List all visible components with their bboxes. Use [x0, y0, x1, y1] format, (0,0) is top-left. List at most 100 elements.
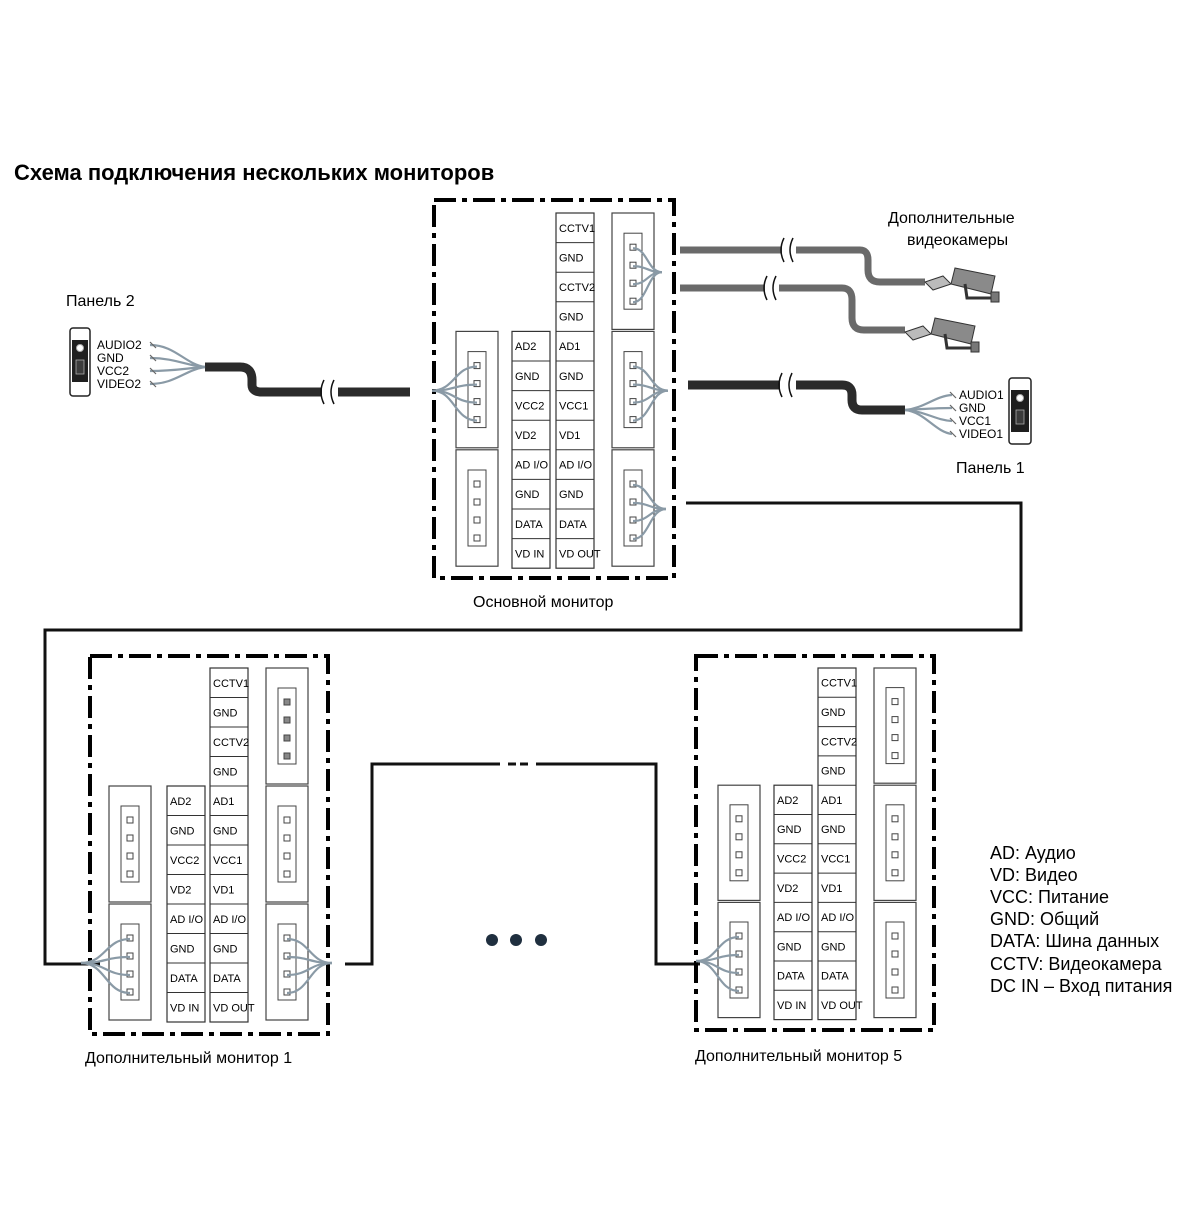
monitor_5-panel2-connector-pin-3	[735, 851, 743, 859]
monitor_1-left-label-6: DATA	[170, 973, 198, 985]
main_monitor-data-in-connector-socket	[467, 469, 487, 547]
monitor_1-border	[88, 654, 330, 1036]
monitor_5-left-label-5: GND	[777, 941, 802, 953]
panel2-pin-audio: AUDIO2	[97, 338, 142, 352]
main_monitor-data-in-connector-pin-1	[473, 480, 481, 488]
monitor_1-panel1-connector-pin-2	[283, 834, 291, 842]
cameras: Дополнительные видеокамеры	[888, 210, 1015, 353]
main_monitor-border	[432, 198, 676, 580]
monitor_5-panel1-connector-pin-3	[891, 851, 899, 859]
monitor_5-right-label-9: GND	[821, 941, 846, 953]
main_monitor-right-label-2: CCTV2	[559, 282, 595, 294]
monitor_5-left-label-1: GND	[777, 824, 802, 836]
panel1-pin-vcc: VCC1	[959, 414, 991, 428]
main-data-fan-wire-4	[632, 507, 667, 541]
panel1-pin-audio: AUDIO1	[959, 388, 1004, 402]
panel2-pin-gnd: GND	[97, 351, 124, 365]
panel1-pin-video: VIDEO1	[959, 427, 1003, 441]
monitor_5-border	[694, 654, 936, 1032]
monitor_5-panel1-connector-socket	[885, 804, 905, 882]
monitor_1-cctv-connector-pin-1	[283, 698, 291, 706]
monitor_1-cctv-connector	[265, 667, 309, 785]
main_monitor-data-in-connector-pin-2	[473, 498, 481, 506]
monitor_5-cctv-connector-socket	[885, 687, 905, 765]
monitor_1-right-label-10: DATA	[213, 973, 241, 985]
monitor_1-panel2-connector-pin-2	[126, 834, 134, 842]
monitor_5-panel2-connector-pin-2	[735, 833, 743, 841]
monitor_1-left-label-2: VCC2	[170, 855, 199, 867]
monitor_5-data-out-connector-pin-1	[891, 932, 899, 940]
monitor_5-panel2-connector-pin-1	[735, 815, 743, 823]
monitor_5-left-label-4: AD I/O	[777, 912, 810, 924]
monitor_5-right-label-0: CCTV1	[821, 678, 857, 690]
main-panel1-fan-wire-4	[632, 389, 669, 422]
panel2-pin-video: VIDEO2	[97, 377, 141, 391]
main_monitor-left-label-5: GND	[515, 489, 540, 501]
cctv-camera-icon	[924, 267, 1000, 303]
panel1: Панель 1 AUDIO1 GND VCC1 VIDEO1	[904, 377, 1032, 477]
panel1-pin-gnd: GND	[959, 401, 986, 415]
main_monitor-left-label-0: AD2	[515, 341, 536, 353]
monitor_1-right-label-1: GND	[213, 707, 238, 719]
monitor_5-left-label-0: AD2	[777, 795, 798, 807]
m1-in-fan-wire-4	[80, 961, 131, 995]
monitor_5-data-in-connector-socket	[729, 921, 749, 999]
data-bus-main-to-monitor1	[43, 501, 1023, 966]
monitor_5-data-out-connector-pin-3	[891, 968, 899, 976]
monitor_1-left-label-1: GND	[170, 825, 195, 837]
camera2-cable	[680, 284, 905, 334]
panel1-cable-break	[778, 372, 796, 398]
cameras-label-line2: видеокамеры	[907, 232, 1008, 249]
monitor_1-right-label-4: AD1	[213, 796, 234, 808]
monitor5-caption: Дополнительный монитор 5	[695, 1048, 902, 1065]
panel2-terminal-wires	[149, 343, 206, 386]
legend: AD: Аудио VD: Видео VCC: Питание GND: Об…	[990, 843, 1172, 996]
main_monitor-right-label-1: GND	[559, 252, 584, 264]
monitor_5-cctv-connector-pin-3	[891, 734, 899, 742]
monitor_1-left-label-7: VD IN	[170, 1002, 199, 1014]
monitor_1-right-label-6: VCC1	[213, 855, 242, 867]
panel2-cable-break	[320, 379, 338, 405]
m5-in-fan-wire-4	[695, 959, 740, 993]
monitor_1-panel1-connector-pin-1	[283, 816, 291, 824]
monitor_1-cctv-connector-pin-3	[283, 734, 291, 742]
main_monitor-left-label-4: AD I/O	[515, 460, 548, 472]
monitor_1-panel1-connector-socket	[277, 805, 297, 883]
main_monitor-panel1-connector-socket	[623, 351, 643, 429]
monitor_1-right-label-3: GND	[213, 766, 238, 778]
monitor_1-data-out-connector-socket	[277, 923, 297, 1001]
monitor_1-left-label-0: AD2	[170, 796, 191, 808]
monitor_5-cctv-connector-pin-2	[891, 716, 899, 724]
monitor_5-data-out-connector-socket	[885, 921, 905, 999]
legend-item-vd: VD: Видео	[990, 865, 1078, 885]
monitor_5-data-out-connector-pin-2	[891, 950, 899, 958]
monitor_1-right-label-9: GND	[213, 943, 238, 955]
monitor_1-panel2-connector-socket	[120, 805, 140, 883]
monitor_5-right-label-5: GND	[821, 824, 846, 836]
monitor_5-panel1-connector-pin-1	[891, 815, 899, 823]
monitor_1-right-label-0: CCTV1	[213, 678, 249, 690]
monitor_1-cctv-connector-pin-2	[283, 716, 291, 724]
main_monitor-panel2-connector-socket	[467, 351, 487, 429]
main_monitor-left-label-6: DATA	[515, 519, 543, 531]
main_monitor-cctv-connector-socket	[623, 232, 643, 310]
main-monitor-caption: Основной монитор	[473, 594, 614, 611]
monitor_5-right-label-4: AD1	[821, 795, 842, 807]
main_monitor-data-in-connector-pin-3	[473, 516, 481, 524]
door-panel-icon	[1008, 377, 1032, 445]
legend-item-cctv: CCTV: Видеокамера	[990, 954, 1163, 974]
monitor_1-data-in-connector-socket	[120, 923, 140, 1001]
monitor_5-cctv-connector-pin-4	[891, 752, 899, 760]
monitor_1-panel1-connector-pin-3	[283, 852, 291, 860]
main_monitor-left-label-2: VCC2	[515, 400, 544, 412]
monitor_1-left-label-5: GND	[170, 943, 195, 955]
monitor_5-right-label-3: GND	[821, 766, 846, 778]
main_monitor-right-label-8: AD I/O	[559, 460, 592, 472]
main_monitor-data-in-connector-pin-4	[473, 534, 481, 542]
panel1-label: Панель 1	[956, 460, 1025, 477]
main_monitor-right-label-6: VCC1	[559, 400, 588, 412]
main_monitor-right-label-3: GND	[559, 312, 584, 324]
monitor_1-cctv-connector-socket	[277, 687, 297, 765]
